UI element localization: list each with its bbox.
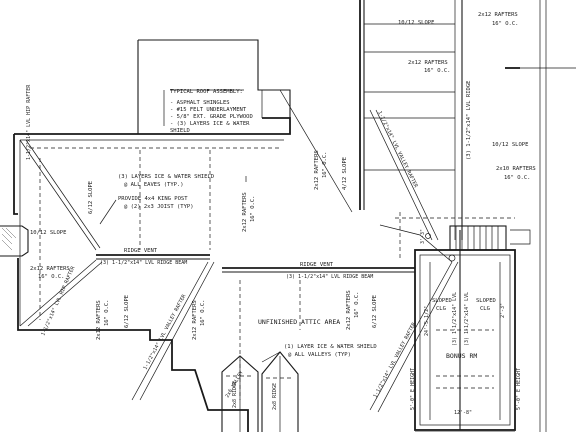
leaders [99,89,281,363]
sloped-ceiling-label: SLOPED [476,298,496,304]
spacing-label: 16" O.C. [504,175,531,181]
roof-assembly-line-4: - (3) LAYERS ICE & WATER [170,121,250,127]
upper-right-labels: 10/12 SLOPE 2x12 RAFTERS 16" O.C. 2x12 R… [314,12,536,190]
spacing-label: 16" O.C. [322,152,328,179]
slope-label: 6/12 SLOPE [88,181,94,214]
eaves-shield-note-2: @ ALL EAVES (TYP.) [124,182,184,188]
king-post-note-2: @ (2) 2x3 JOIST (TYP) [124,204,194,210]
ridge-vent-label: RIDGE VENT [124,248,158,254]
slope-label: 6/12 SLOPE [372,295,378,328]
spacing-label: 16" O.C. [250,196,256,223]
left-labels: 1-1/2"x14" LVL HIP RAFTER 6/12 SLOPE 10/… [26,84,373,280]
spacing-label: 16" O.C. [354,292,360,319]
upper-roof-lines [137,0,576,432]
spacing-label: 16" O.C. [38,274,65,280]
sloped-ceiling-label: SLOPED [432,298,452,304]
sloped-ceiling-label: CLG [436,306,446,312]
stair [425,225,531,262]
height-label: 5'-0" E HEIGHT [516,368,522,410]
dimension-label: 2'-3" [500,303,506,318]
valley-shield-note-2: @ ALL VALLEYS (TYP) [288,352,351,358]
ridge-label: 2x8 RIDGE [232,381,238,408]
slope-label: 10/12 SLOPE [30,230,66,236]
ridge-beam-label: (3) 1-1/2"x14" LVL RIDGE BEAM [100,260,187,266]
rafters-label: 2x12 RAFTERS [242,192,248,232]
height-label: 5'-0" E HEIGHT [410,368,416,410]
lvl-label: (3) 1-1/2"x14" LVL [452,292,458,346]
spacing-label: 16" O.C. [200,300,206,327]
slope-label: 10/12 SLOPE [492,142,528,148]
eaves-shield-note-1: (3) LAYERS ICE & WATER SHIELD [118,174,214,180]
bonus-room-label: BONUS RM [446,352,477,360]
rafters-label: 2x12 RAFTERS [192,300,198,340]
roof-assembly-line-2: - #15 FELT UNDERLAYMENT [170,107,247,113]
rafters-label: 2x12 RAFTERS [346,290,352,330]
slope-label: 6/12 SLOPE [124,295,130,328]
hip-rafter-label: 1-1/2"x14" LVL HIP RAFTER [26,84,32,160]
slope-label: 10/12 SLOPE [398,20,434,26]
rafters-label: 2x12 RAFTERS [478,12,518,18]
ridge-beams [96,254,415,273]
rafters-label: 2x12 RAFTERS [30,266,70,272]
main-roof-outline [13,117,291,432]
sloped-ceiling-label: CLG [480,306,490,312]
rafters-label: 2x12 RAFTERS [314,150,320,190]
valley-rafter-label: 1-1/2"x14" LVL VALLEY RAFTER [376,110,419,189]
spacing-label: 16" O.C. [492,21,519,27]
bonus-room-labels: SLOPED CLG SLOPED CLG (3) 1-1/2"x14" LVL… [410,229,522,416]
general-notes: (3) LAYERS ICE & WATER SHIELD @ ALL EAVE… [118,174,377,358]
dimension-label: 24'-5 1/2" [424,306,430,336]
dimension-label: 3'-3" [420,229,426,244]
rafters-label: 2x12 RAFTERS [96,300,102,340]
lower-gables [221,351,299,432]
ridge-label: 2x8 RIDGE [272,383,278,410]
roof-assembly-line-3: - 5/8" EXT. GRADE PLYWOOD [170,114,253,120]
hip-valley-rafters [19,89,459,413]
valley-shield-note-1: (1) LAYER ICE & WATER SHIELD [284,344,377,350]
king-post-note-1: PROVIDE 4x4 KING POST [118,196,188,202]
slope-label: 4/12 SLOPE [342,157,348,190]
roof-assembly-title: TYPICAL ROOF ASSEMBLY: [170,89,243,95]
spacing-label: 16" O.C. [104,300,110,327]
lvl-label: (3) 1-1/2"x14" LVL [464,292,470,346]
roof-assembly-line-5: SHIELD [170,128,190,134]
roof-assembly-line-1: - ASPHALT SHINGLES [170,100,230,106]
spacing-label: 16" O.C. [424,68,451,74]
rafters-label: 2x10 RAFTERS [496,166,536,172]
left-gable-stub [0,225,29,257]
attic-area-label: UNFINISHED ATTIC AREA [258,318,340,326]
ridge-vent-label: RIDGE VENT [300,262,334,268]
ridge-beam-label: (3) 1-1/2"x14" LVL RIDGE BEAM [286,274,373,280]
dashed-framing [30,147,515,400]
dimension-label: 12'-8" [454,410,472,416]
rafters-label: 2x12 RAFTERS [408,60,448,66]
lvl-ridge-label: (3) 1-1/2"x14" LVL RIDGE [466,81,472,160]
roof-assembly-note: TYPICAL ROOF ASSEMBLY: - ASPHALT SHINGLE… [170,89,253,134]
